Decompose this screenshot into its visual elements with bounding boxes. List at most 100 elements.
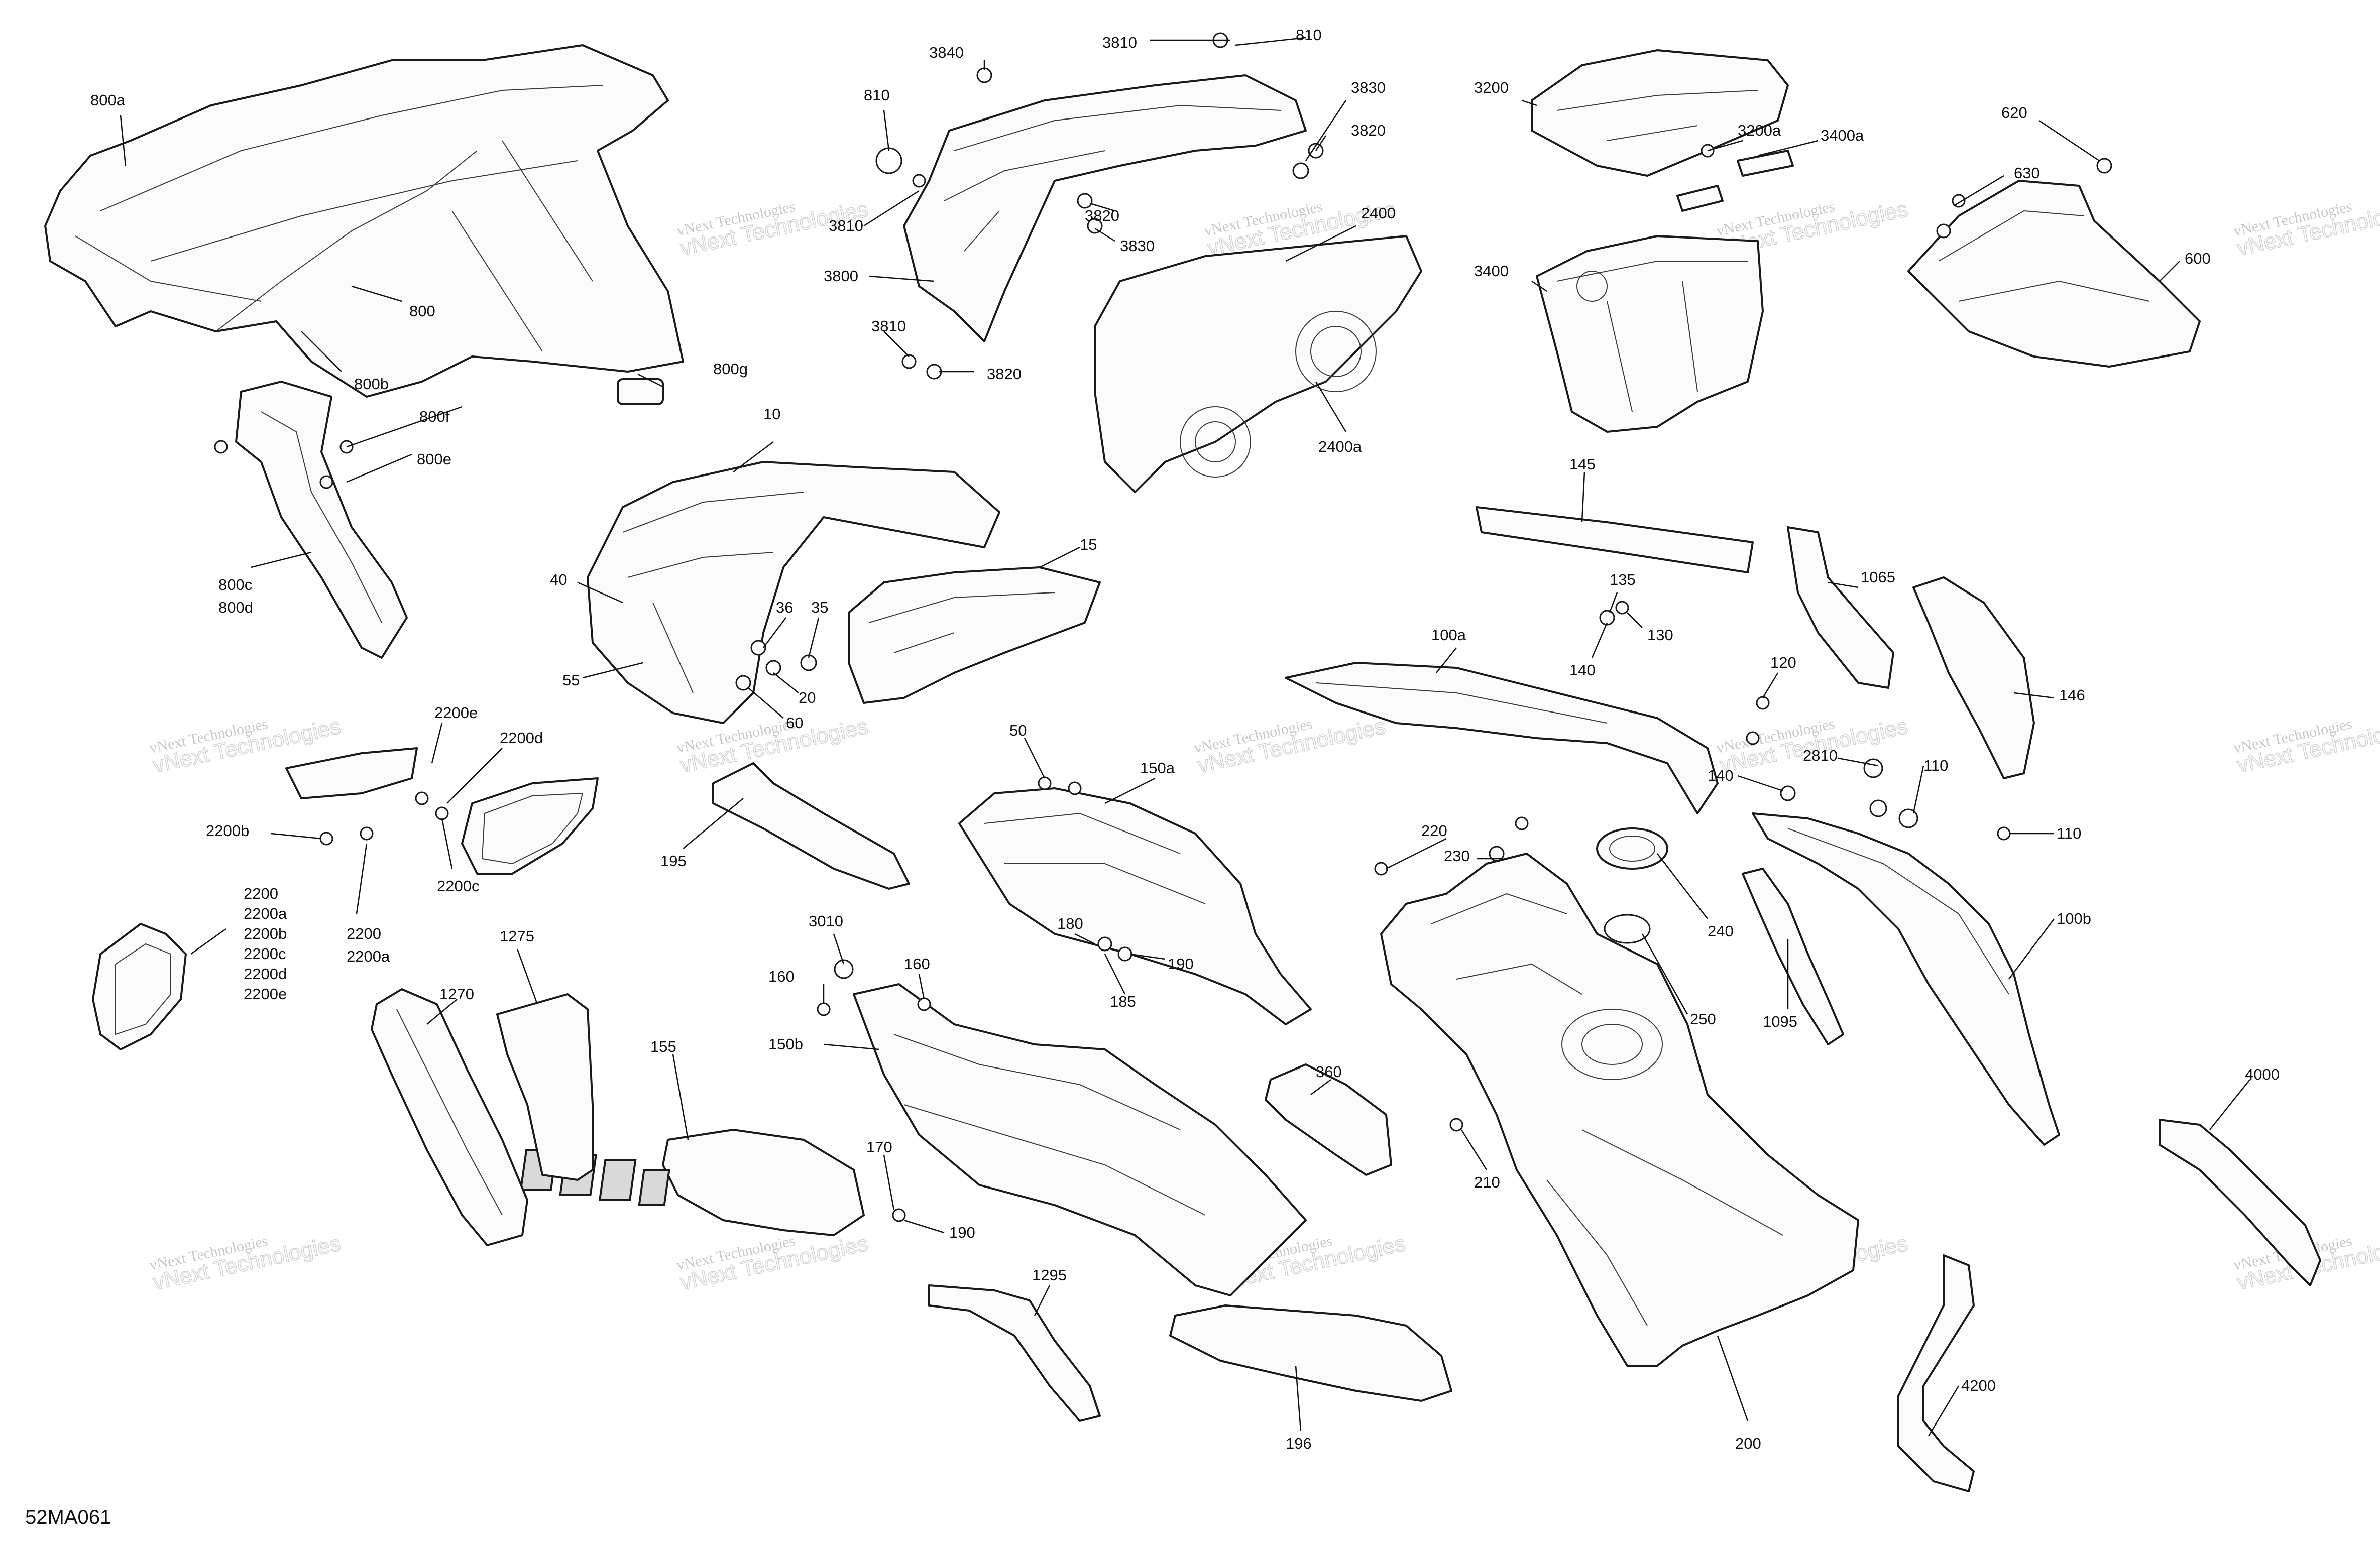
callout-label: 800f [419,408,450,425]
rear-cover-part [1907,180,2201,368]
callout-label: 800a [90,91,126,109]
fairing-bracket-part [235,381,408,659]
callout-label: 3810 [829,217,863,234]
callout-label: 3840 [929,44,964,61]
callout-label: 60 [786,714,803,732]
callout-label: 1295 [1032,1266,1067,1284]
callout-label: 3820 [1351,122,1386,139]
callout-label: 810 [1296,26,1322,44]
filler-ring-part [1596,827,1668,870]
callout-label: 2400a [1318,438,1362,455]
panel-1275-part [496,993,594,1181]
callout-label: 2200c [437,877,479,895]
pad-3400b-part [1676,185,1724,212]
callout-label: 100a [1431,626,1466,644]
leader-lines [120,37,2250,1437]
fairing-pad-part [617,378,664,405]
callout-label: 1095 [1763,1013,1797,1030]
callout-label: 800 [409,302,435,320]
callout-label: 2200c [244,945,286,963]
callout-label: 2200a [347,947,390,965]
callout-label: 3830 [1120,237,1155,255]
callout-label: 140 [1569,661,1596,679]
headlight-part [1094,235,1422,493]
callout-label: 210 [1474,1173,1500,1191]
cover-196-part [1169,1304,1452,1402]
trim-195-part [712,762,910,890]
trim-strip-145-part [1476,506,1754,573]
callout-label: 35 [811,599,828,616]
callout-label: 3800 [824,267,858,285]
bracket-1065-part [1787,526,1894,689]
seal-250-part [1604,914,1651,944]
callout-label: 360 [1316,1063,1342,1081]
callout-label: 2200e [244,985,287,1003]
callout-label: 220 [1421,822,1447,840]
callout-label: 3810 [871,317,906,335]
callout-label: 800e [417,450,451,468]
callout-label: 630 [2014,164,2040,182]
bracket-360-part [1265,1063,1392,1176]
callout-label: 160 [768,968,795,985]
callout-label: 3010 [809,912,843,930]
callout-label: 180 [1057,915,1083,932]
callout-label: 1065 [1861,568,1895,586]
callout-label: 2200a [244,905,287,922]
front-fairing-part [44,44,684,398]
callout-label: 196 [1286,1435,1312,1452]
callout-label: 150a [1140,759,1175,777]
callout-label: 250 [1690,1010,1716,1028]
callout-label: 110 [1923,757,1948,774]
callout-label: 620 [2001,104,2027,122]
callout-label: 3810 [1102,34,1137,51]
callout-label: 810 [864,86,890,104]
callout-label: 3820 [1085,207,1119,224]
callout-label: 800c [218,576,252,594]
callout-label: 1275 [500,927,534,945]
mirror-assembly-part [92,923,187,1050]
callout-label: 3820 [987,365,1022,383]
callout-label: 2200 [244,885,278,902]
strip-1095-part [1742,868,1844,1045]
pad-3400a-part [1737,150,1794,177]
callout-label: 3200 [1474,79,1509,96]
callout-label: 2200 [347,925,381,942]
diagram-reference: 52MA061 [25,1506,111,1528]
callout-label: 4000 [2245,1065,2280,1083]
callout-label: 1270 [439,985,474,1003]
side-panel-150a-part [958,787,1312,1025]
callout-label: 36 [776,599,793,616]
callout-label: 135 [1610,571,1636,588]
callout-label: 800d [218,599,253,616]
glovebox-part [1536,235,1764,433]
callout-label: 3830 [1351,79,1386,96]
callout-label: 2400 [1361,204,1396,222]
callout-label: 146 [2059,686,2085,704]
callout-label: 800g [713,360,748,378]
callout-label: 160 [904,955,930,973]
callout-label: 20 [799,689,816,706]
callout-label: 55 [562,671,580,689]
callout-label: 15 [1080,536,1097,553]
callout-label: 40 [550,571,567,588]
callout-label: 3400a [1821,127,1864,144]
callout-label: 190 [949,1224,975,1241]
callout-label: 130 [1647,626,1673,644]
callout-label: 2200d [244,965,287,983]
parts-layer [44,32,2321,1492]
callout-label: 4200 [1961,1377,1996,1394]
callout-label: 3200a [1738,122,1781,139]
callout-label: 240 [1708,922,1734,940]
callout-label: 50 [1009,722,1027,739]
side-panel-150b-part [853,983,1307,1296]
callout-label: 230 [1444,847,1470,865]
side-panel-100a-part [1285,662,1719,814]
callouts: 800a 800 800b 800f 800e 800c 800d 800g 3… [90,26,2280,1452]
fasteners [214,32,2112,1222]
bracket-4200-part [1897,1254,1975,1492]
callout-label: 145 [1569,455,1596,473]
side-panel-100b-part [1752,812,2060,1146]
